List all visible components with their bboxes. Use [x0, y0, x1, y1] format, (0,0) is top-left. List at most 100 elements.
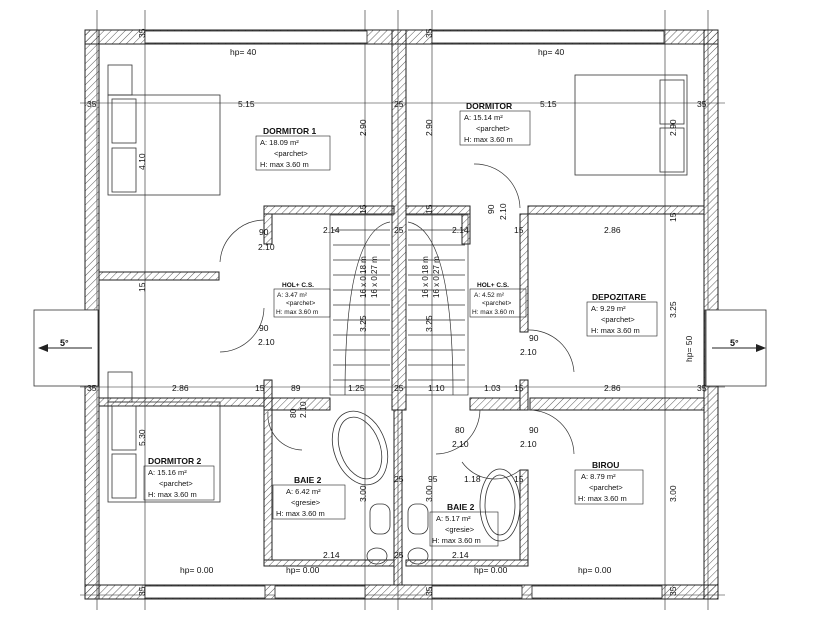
- door-swings: [219, 163, 575, 480]
- svg-text:35: 35: [697, 383, 707, 393]
- svg-text:89: 89: [291, 383, 301, 393]
- svg-text:16 x 0.18 m: 16 x 0.18 m: [359, 256, 368, 298]
- svg-text:5.30: 5.30: [137, 429, 147, 446]
- svg-text:A: 15.14 m²: A: 15.14 m²: [464, 113, 503, 122]
- svg-text:35: 35: [697, 99, 707, 109]
- svg-text:15: 15: [514, 225, 524, 235]
- svg-text:2.14: 2.14: [323, 225, 340, 235]
- svg-text:A: 9.29 m²: A: 9.29 m²: [591, 304, 626, 313]
- room-dormitor1: DORMITOR 1 A: 18.09 m² <parchet> H: max …: [255, 126, 331, 171]
- svg-text:1.03: 1.03: [484, 383, 501, 393]
- svg-text:35: 35: [424, 28, 434, 38]
- svg-text:BAIE 2: BAIE 2: [447, 502, 475, 512]
- svg-text:25: 25: [394, 99, 404, 109]
- svg-text:25: 25: [394, 474, 404, 484]
- svg-text:H: max 3.60 m: H: max 3.60 m: [472, 309, 514, 316]
- svg-text:hp= 0.00: hp= 0.00: [578, 565, 612, 575]
- svg-text:15: 15: [424, 204, 434, 214]
- svg-text:2.10: 2.10: [520, 347, 537, 357]
- svg-text:15: 15: [137, 282, 147, 292]
- svg-text:5.15: 5.15: [540, 99, 557, 109]
- svg-text:A: 5.17 m²: A: 5.17 m²: [436, 514, 471, 523]
- svg-text:<parchet>: <parchet>: [159, 479, 193, 488]
- svg-text:2.14: 2.14: [323, 550, 340, 560]
- svg-text:3.25: 3.25: [424, 315, 434, 332]
- room-baie2-right: BAIE 2 A: 5.17 m² <gresie> H: max 3.60 m: [429, 502, 499, 547]
- svg-text:<parchet>: <parchet>: [482, 300, 511, 307]
- svg-text:<parchet>: <parchet>: [601, 315, 635, 324]
- svg-text:2.10: 2.10: [452, 439, 469, 449]
- room-birou: BIROU A: 8.79 m² <parchet> H: max 3.60 m: [574, 460, 644, 505]
- svg-text:DORMITOR 1: DORMITOR 1: [263, 126, 316, 136]
- bathtub-icon: [331, 410, 521, 542]
- room-dormitor2: DORMITOR 2 A: 15.16 m² <parchet> H: max …: [143, 456, 215, 501]
- staircase-right: [405, 214, 469, 396]
- svg-text:H: max 3.60 m: H: max 3.60 m: [276, 309, 318, 316]
- svg-text:H: max 3.60 m: H: max 3.60 m: [148, 490, 197, 499]
- svg-text:15: 15: [255, 383, 265, 393]
- svg-text:2.10: 2.10: [298, 401, 308, 418]
- svg-text:2.10: 2.10: [258, 337, 275, 347]
- svg-text:35: 35: [87, 99, 97, 109]
- svg-text:3.00: 3.00: [358, 485, 368, 502]
- svg-text:90: 90: [259, 323, 269, 333]
- roof-slope-left: 5°: [33, 309, 99, 387]
- svg-text:2.90: 2.90: [358, 119, 368, 136]
- room-dormitor: DORMITOR A: 15.14 m² <parchet> H: max 3.…: [459, 101, 531, 146]
- svg-text:90: 90: [486, 204, 496, 214]
- svg-text:hp= 40: hp= 40: [230, 47, 257, 57]
- svg-text:2.86: 2.86: [172, 383, 189, 393]
- svg-text:H: max 3.60 m: H: max 3.60 m: [578, 494, 627, 503]
- svg-text:25: 25: [394, 383, 404, 393]
- svg-text:15: 15: [668, 212, 678, 222]
- svg-text:<parchet>: <parchet>: [274, 149, 308, 158]
- svg-text:90: 90: [529, 425, 539, 435]
- svg-text:2.14: 2.14: [452, 225, 469, 235]
- svg-text:<gresie>: <gresie>: [445, 525, 475, 534]
- bed-icon: [107, 64, 688, 503]
- dimension-labels: 35 5.15 25 5.15 35 35 35 4.10 2.90 2.90 …: [87, 28, 707, 596]
- svg-text:1.10: 1.10: [428, 383, 445, 393]
- svg-text:<gresie>: <gresie>: [291, 498, 321, 507]
- svg-text:hp= 0.00: hp= 0.00: [180, 565, 214, 575]
- svg-text:hp= 40: hp= 40: [538, 47, 565, 57]
- room-baie2-left: BAIE 2 A: 6.42 m² <gresie> H: max 3.60 m: [272, 475, 346, 520]
- svg-text:BAIE 2: BAIE 2: [294, 475, 322, 485]
- svg-text:HOL+ C.S.: HOL+ C.S.: [477, 282, 509, 289]
- svg-text:25: 25: [394, 225, 404, 235]
- svg-text:3.00: 3.00: [424, 485, 434, 502]
- svg-text:H: max 3.60 m: H: max 3.60 m: [276, 509, 325, 518]
- svg-text:A: 4.52 m²: A: 4.52 m²: [474, 292, 505, 299]
- svg-text:5°: 5°: [730, 338, 739, 348]
- room-depozitare: DEPOZITARE A: 9.29 m² <parchet> H: max 3…: [586, 292, 658, 337]
- svg-text:1.18: 1.18: [464, 474, 481, 484]
- hp-labels: hp= 40 hp= 40 hp= 50 hp= 0.00 hp= 0.00 h…: [180, 47, 694, 575]
- svg-text:<parchet>: <parchet>: [476, 124, 510, 133]
- svg-text:15: 15: [514, 383, 524, 393]
- svg-text:2.10: 2.10: [520, 439, 537, 449]
- svg-text:2.90: 2.90: [668, 119, 678, 136]
- svg-text:35: 35: [668, 586, 678, 596]
- svg-text:2.90: 2.90: [424, 119, 434, 136]
- svg-text:H: max 3.60 m: H: max 3.60 m: [591, 326, 640, 335]
- svg-text:A: 6.42 m²: A: 6.42 m²: [286, 487, 321, 496]
- svg-text:16 x 0.27 m: 16 x 0.27 m: [370, 256, 379, 298]
- svg-text:DEPOZITARE: DEPOZITARE: [592, 292, 646, 302]
- windows: [85, 30, 718, 599]
- svg-text:H: max 3.60 m: H: max 3.60 m: [260, 160, 309, 169]
- svg-text:H: max 3.60 m: H: max 3.60 m: [432, 536, 481, 545]
- svg-text:16 x 0.27 m: 16 x 0.27 m: [432, 256, 441, 298]
- svg-text:35: 35: [137, 28, 147, 38]
- svg-text:A: 8.79 m²: A: 8.79 m²: [581, 472, 616, 481]
- svg-text:<parchet>: <parchet>: [286, 300, 315, 307]
- roof-slope-right: 5°: [705, 309, 767, 387]
- svg-text:H: max 3.60 m: H: max 3.60 m: [464, 135, 513, 144]
- svg-text:2.86: 2.86: [604, 383, 621, 393]
- svg-text:hp= 50: hp= 50: [684, 335, 694, 362]
- svg-text:A: 3.47 m²: A: 3.47 m²: [277, 292, 308, 299]
- svg-text:A: 18.09 m²: A: 18.09 m²: [260, 138, 299, 147]
- svg-text:BIROU: BIROU: [592, 460, 619, 470]
- svg-text:15: 15: [514, 474, 524, 484]
- room-hol-left: HOL+ C.S. A: 3.47 m² <parchet> H: max 3.…: [273, 282, 331, 318]
